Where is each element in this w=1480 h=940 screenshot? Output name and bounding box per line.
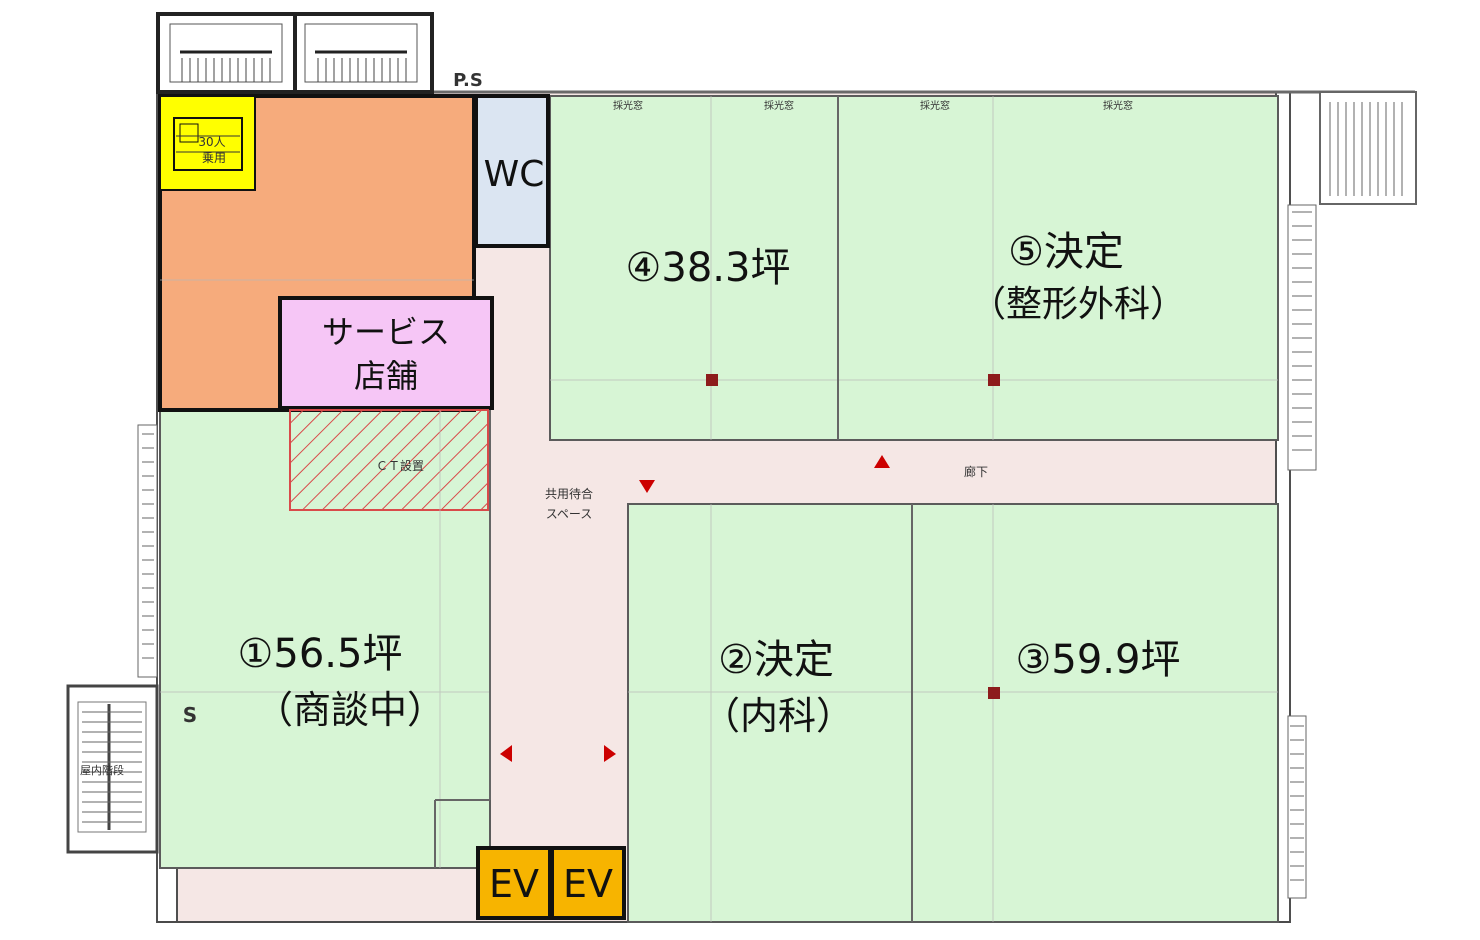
- capacity-label-line2: 乗用: [202, 151, 226, 165]
- elevator-lobby-detail: [173, 117, 243, 171]
- elevator-left-label: EV: [489, 862, 539, 906]
- room-2-label-line1: ②決定: [718, 637, 834, 683]
- skylight-label-a: 採光窓: [613, 99, 643, 112]
- elevator-right-label: EV: [563, 862, 613, 906]
- room-2-label-line2: （内科）: [702, 694, 854, 738]
- common-waiting-label-line1: 共用待合: [545, 486, 593, 501]
- corridor-label: 廊下: [964, 464, 988, 479]
- skylight-label-c: 採光窓: [920, 99, 950, 112]
- room-5-label-line1: ⑤決定: [1008, 229, 1124, 275]
- skylight-label-d: 採光窓: [1103, 99, 1133, 112]
- top-stair-block: [156, 12, 434, 94]
- room-2: [627, 503, 913, 923]
- right-stair-upper: [1319, 91, 1417, 205]
- service-store-block: [278, 296, 494, 410]
- room-4: [549, 95, 839, 441]
- room-3: [911, 503, 1279, 923]
- right-side-stair-strip: [1287, 204, 1317, 471]
- service-store-label-line2: 店舗: [354, 357, 418, 395]
- left-bottom-stair-block: [66, 684, 159, 854]
- room-4-label: ④38.3坪: [626, 245, 791, 291]
- elevator-left: [476, 846, 552, 920]
- left-stair-label: 屋内階段: [80, 763, 124, 777]
- right-side-lower-strip: [1287, 715, 1307, 899]
- ct-installation-label: ＣＴ設置: [376, 458, 424, 473]
- room-5-label-line2: （整形外科）: [970, 284, 1186, 325]
- s-mark: S: [183, 703, 197, 727]
- room-1-label-line1: ①56.5坪: [238, 631, 403, 677]
- room-5: [837, 95, 1279, 441]
- direction-markers: [500, 455, 890, 762]
- common-waiting-label-line2: スペース: [546, 507, 593, 521]
- interior-lines: [434, 96, 913, 922]
- skylight-label-b: 採光窓: [764, 99, 794, 112]
- room-3-label: ③59.9坪: [1016, 637, 1181, 683]
- service-store-label-line1: サービス: [322, 313, 450, 351]
- wc-block: [474, 94, 550, 248]
- elevator-right: [550, 846, 626, 920]
- ps-label: P.S: [453, 70, 483, 91]
- ct-installation-area: [289, 409, 489, 511]
- structural-markers: [706, 374, 1000, 699]
- capacity-label-line1: 30人: [198, 135, 225, 149]
- room-1-label-line2: （商談中）: [255, 688, 445, 732]
- left-side-stair-strip: [137, 424, 158, 678]
- wc-label: WC: [484, 154, 545, 195]
